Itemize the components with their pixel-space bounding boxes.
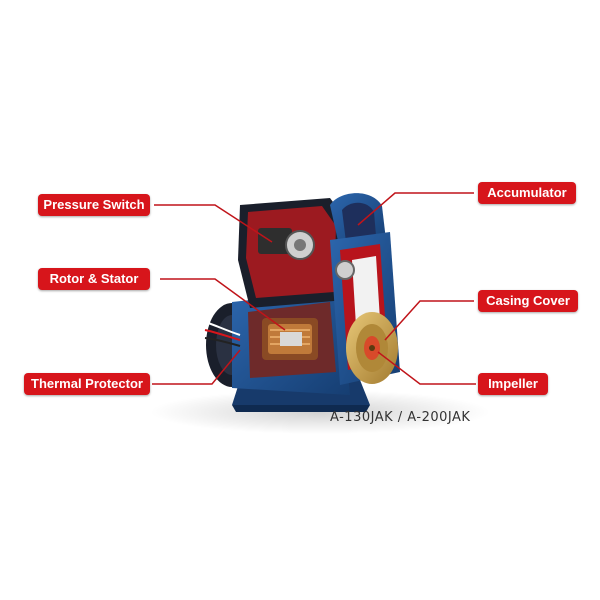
accumulator-cutaway [342,202,376,242]
pump-base-edge [232,405,370,412]
leader-casing-cover [384,300,474,341]
model-number: A-130JAK / A-200JAK [330,410,471,425]
leader-thermal-protector [152,349,241,385]
callout-casing-cover: Casing Cover [478,290,578,312]
check-valve [335,260,355,280]
pressure-switch-part [258,228,315,260]
power-wires [204,321,241,347]
leader-pressure-switch [154,204,273,243]
leader-accumulator [357,192,474,226]
leader-rotor-stator [160,278,286,331]
callout-accumulator: Accumulator [478,182,576,204]
leader-impeller [377,351,476,385]
callout-pressure-switch: Pressure Switch [38,194,150,216]
callout-thermal-protector: Thermal Protector [24,373,150,395]
leader-lines [152,192,476,385]
callout-impeller: Impeller [478,373,548,395]
rotor-stator-windings [262,318,318,360]
callout-rotor-stator: Rotor & Stator [38,268,150,290]
pump-chamber [352,256,380,326]
